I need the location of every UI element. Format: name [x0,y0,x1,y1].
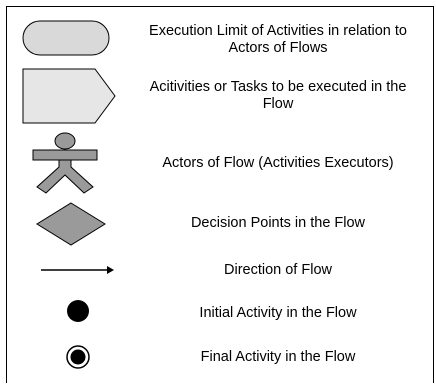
filled-circle-initial-symbol [67,300,89,322]
actor-figure-symbol [32,132,98,194]
legend-label-direction: Direction of Flow [224,262,332,278]
legend-symbols [22,20,116,369]
legend-label-activities-tasks: Acitivities or Tasks to be executed in t… [149,79,407,112]
legend-label-actors: Actors of Flow (Activities Executors) [162,155,394,171]
diamond-decision-symbol [36,202,106,246]
legend-frame: Execution Limit of Activities in relatio… [6,6,434,383]
legend-label-initial-activity: Initial Activity in the Flow [199,305,357,321]
rounded-rectangle-symbol [22,20,110,56]
legend-label-final-activity: Final Activity in the Flow [200,349,356,365]
legend-label-execution-limit: Execution Limit of Activities in relatio… [149,23,407,56]
legend-label-decision-points: Decision Points in the Flow [190,215,366,231]
pentagon-task-symbol [22,68,116,124]
arrow-direction-symbol [41,266,114,274]
ringed-circle-final-symbol [66,345,90,369]
